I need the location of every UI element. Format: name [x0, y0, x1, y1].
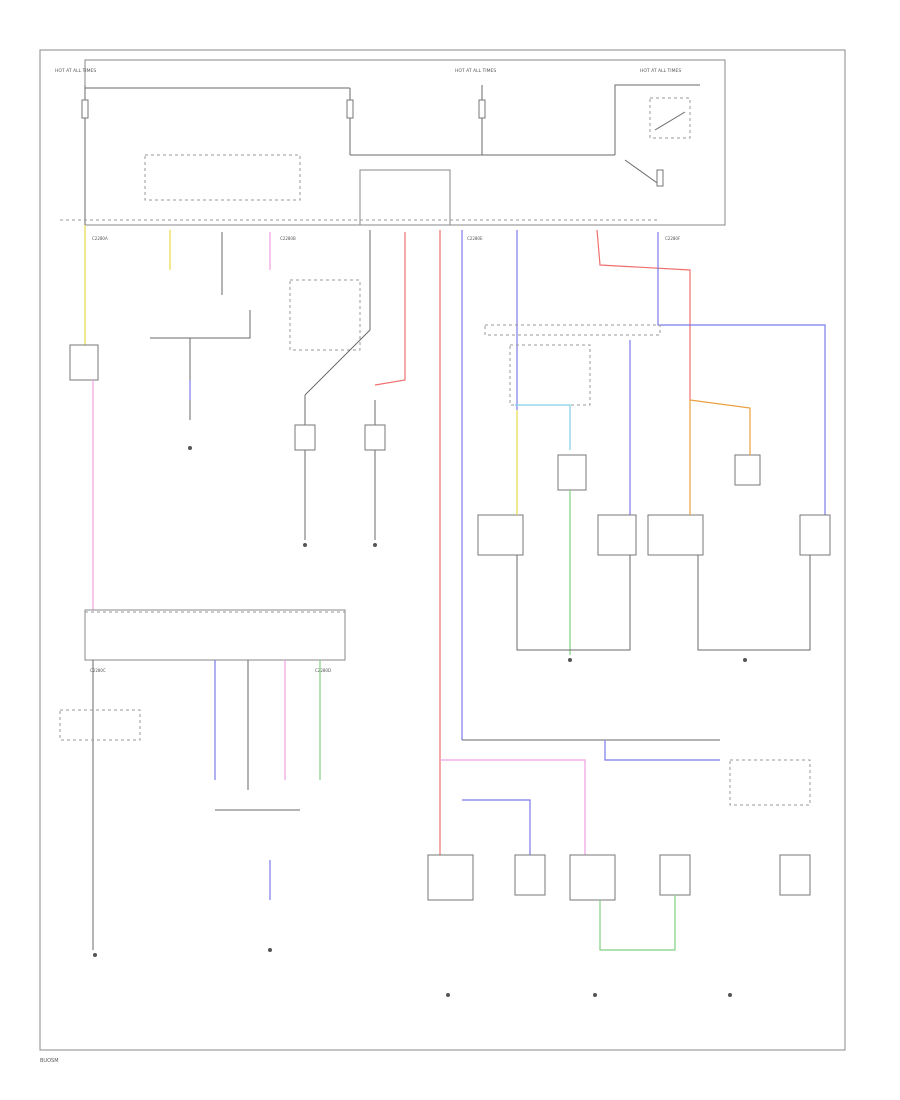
fuse-icon-3 — [478, 99, 486, 119]
fuse-icon-2 — [346, 99, 354, 119]
ignition-block — [359, 169, 451, 226]
ground-icon-1 — [188, 446, 192, 450]
lamp-icon-1 — [294, 424, 316, 451]
switch-module — [144, 154, 301, 201]
wire-green-3 — [599, 895, 676, 951]
relay-component-4 — [659, 854, 691, 896]
wire-cyan-1 — [515, 404, 571, 450]
connector-id-4: C2280F — [665, 236, 681, 241]
lamp-component-7 — [734, 454, 761, 486]
relay-component-3 — [569, 854, 616, 901]
ground-icon-6 — [93, 953, 97, 957]
ground-icon-8 — [446, 993, 450, 997]
ground-icon-9 — [593, 993, 597, 997]
relay-component-1 — [427, 854, 474, 901]
note-box-1 — [289, 279, 361, 351]
lamp-component-5 — [597, 514, 637, 556]
ground-icon-4 — [568, 658, 572, 662]
ground-icon-10 — [728, 993, 732, 997]
ground-icon-7 — [268, 948, 272, 952]
wire-pink-4 — [440, 759, 586, 860]
fuse-label-2: HOT AT ALL TIMES — [455, 68, 496, 74]
wire-blue-8 — [462, 799, 531, 860]
wire-blue-3 — [657, 232, 826, 520]
lamp-component-8 — [799, 514, 831, 556]
connector-id-3: C2280E — [467, 236, 483, 241]
lamp-component-4 — [477, 514, 524, 556]
relay-out — [624, 159, 661, 186]
note-box-3 — [509, 344, 591, 406]
ground-icon-2 — [303, 543, 307, 547]
relay-switch-icon — [654, 111, 686, 131]
wire-orange-1 — [689, 399, 751, 455]
relay-component-2 — [514, 854, 546, 896]
footer-code: BUOSM — [40, 1058, 59, 1064]
fuse-label-1: HOT AT ALL TIMES — [55, 68, 96, 74]
relay-feed — [614, 84, 700, 155]
switch-contacts-1 — [150, 310, 251, 339]
connector-id-1: C2280A — [92, 236, 108, 241]
switch-cluster — [59, 709, 141, 741]
diagram-frame — [39, 49, 846, 1051]
fuse-icon-1 — [81, 99, 89, 119]
note-box-2 — [484, 324, 661, 336]
ground-bus-1 — [516, 555, 631, 651]
ground-icon-5 — [743, 658, 747, 662]
connector-id-6: C2280D — [315, 668, 331, 673]
ground-icon-3 — [373, 543, 377, 547]
main-module — [84, 609, 346, 661]
fuse-label-3: HOT AT ALL TIMES — [640, 68, 681, 74]
wire-red-1 — [374, 232, 406, 386]
lamp-component-6 — [647, 514, 704, 556]
ground-bus-2 — [697, 555, 811, 651]
connector-id-2: C2280B — [280, 236, 296, 241]
switch-component-1 — [69, 344, 99, 381]
relay-box — [649, 97, 691, 139]
fuse-icon-4 — [656, 169, 664, 187]
note-box-4 — [729, 759, 811, 806]
wire-blue-7 — [604, 740, 720, 761]
wire-gray-2 — [304, 230, 371, 396]
lamp-component-3 — [557, 454, 587, 491]
relay-component-5 — [779, 854, 811, 896]
lamp-icon-2 — [364, 424, 386, 451]
wire-red-2 — [596, 229, 691, 400]
connector-id-5: C2280C — [90, 668, 106, 673]
